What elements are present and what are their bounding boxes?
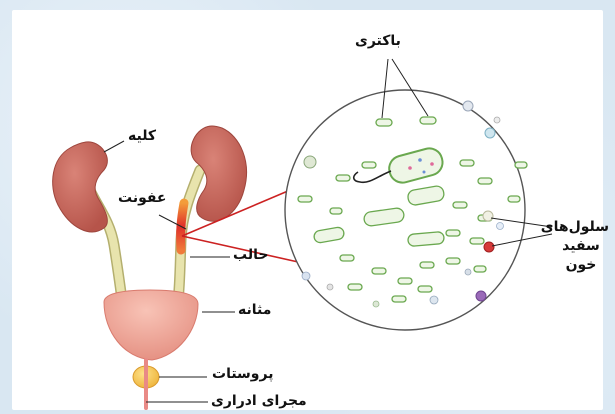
bladder bbox=[104, 290, 198, 360]
label-urethra: مجرای ادراری bbox=[211, 393, 307, 409]
label-ureter: حالب bbox=[233, 247, 268, 263]
left-kidney bbox=[53, 142, 108, 232]
label-prostate: پروستات bbox=[212, 366, 273, 382]
label-bladder: مثانه bbox=[238, 302, 271, 318]
magnified-view bbox=[285, 90, 525, 330]
label-wbc-line2: سفید خون bbox=[553, 237, 609, 275]
label-white-blood-cells: سلول‌های سفید خون bbox=[553, 218, 609, 275]
label-wbc-line1: سلول‌های bbox=[553, 218, 609, 237]
label-kidney: کلیه bbox=[128, 128, 156, 144]
label-infection: عفونت bbox=[118, 190, 167, 206]
label-bacteria: باکتری bbox=[355, 33, 401, 49]
